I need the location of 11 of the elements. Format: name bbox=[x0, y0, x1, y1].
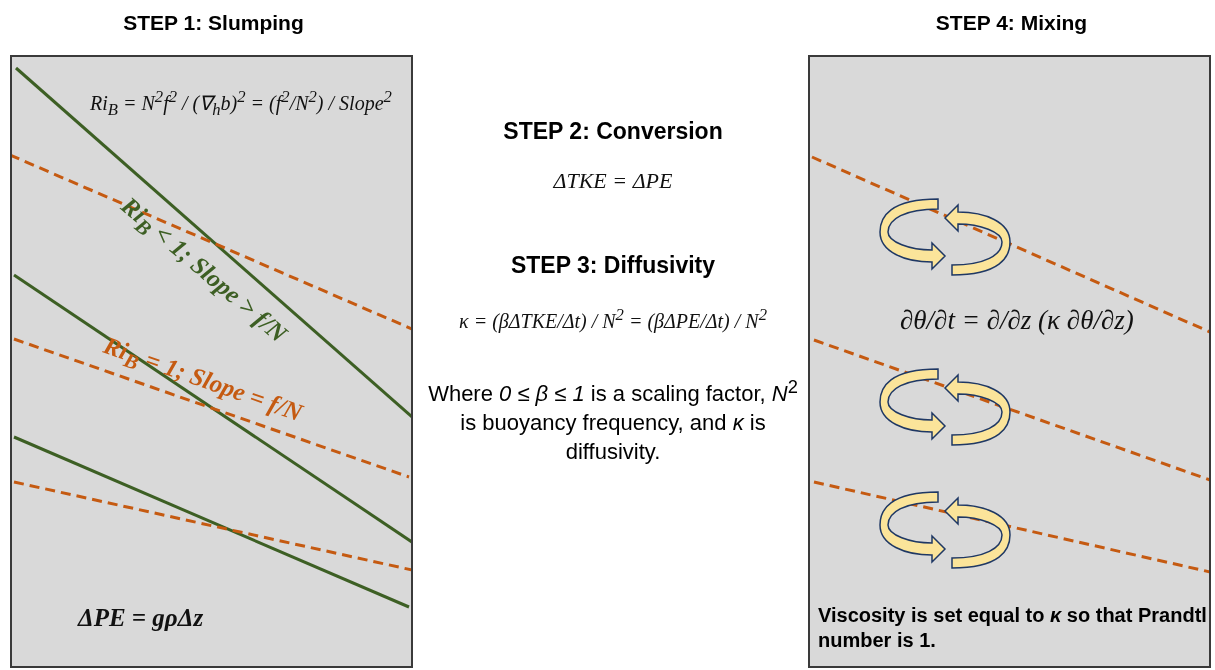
panel-heading: STEP 4: Mixing bbox=[934, 11, 1089, 35]
richardson-formula: Ri$_{B}$ = N$^{2}$f$^{2}$ / (∇$_{h}$b)$^{2}$ = (f$^{2}$/N$^{2}$) / Slope$^{2}$ bbox=[90, 87, 392, 120]
step-heading: STEP 2: Conversion bbox=[503, 118, 723, 145]
diffusivity-formula: κ = (βΔTKE/Δt) / N$^{2}$ = (βΔPE/Δt) / N$^{2}$ bbox=[459, 305, 767, 333]
definition-text: Where 0 ≤ β ≤ 1 is a scaling factor, N$^{2}$ is buoyancy frequency, and κ is diffusivity. bbox=[427, 375, 799, 466]
conversion-formula: ΔTKE = ΔPE bbox=[553, 168, 673, 194]
step-heading: STEP 3: Diffusivity bbox=[510, 252, 716, 279]
panel-heading: STEP 1: Slumping bbox=[122, 11, 305, 35]
diffusion-equation: ∂θ/∂t = ∂/∂z (κ ∂θ/∂z) bbox=[900, 305, 1134, 336]
viscosity-note: Viscosity is set equal to κ so that Prandtl number is 1. bbox=[818, 603, 1208, 653]
energy-formula: ΔPE = gρΔz bbox=[78, 604, 204, 632]
